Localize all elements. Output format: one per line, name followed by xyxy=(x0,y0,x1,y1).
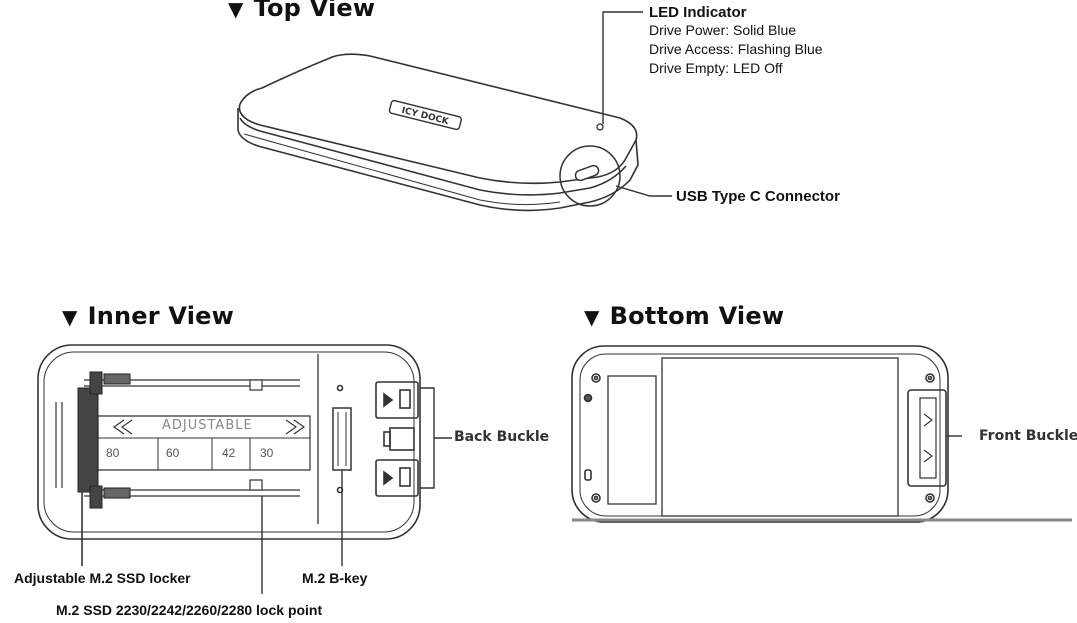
usb-zoom-circle xyxy=(559,145,621,207)
lock-point-markers xyxy=(249,379,263,491)
inner-view-title: Inner View xyxy=(87,302,234,330)
bkey-label: M.2 B-key xyxy=(302,570,368,586)
top-view-enclosure xyxy=(237,53,639,212)
lock-point-label: M.2 SSD 2230/2242/2260/2280 lock point xyxy=(56,602,323,618)
led-line-power: Drive Power: Solid Blue xyxy=(649,22,797,38)
bottom-view-heading: ▼ Bottom View xyxy=(584,302,784,330)
triangle-down-icon: ▼ xyxy=(584,305,600,329)
usb-leader-line xyxy=(615,185,672,197)
ssd-locker xyxy=(77,371,131,509)
led-indicator-label: LED Indicator Drive Power: Solid Blue Dr… xyxy=(649,4,823,78)
triangle-down-icon: ▼ xyxy=(228,0,244,21)
inner-view-heading: ▼ Inner View xyxy=(62,302,234,330)
ssd-locker-label: Adjustable M.2 SSD locker xyxy=(14,570,191,586)
led-title: LED Indicator xyxy=(649,4,747,21)
back-buckle-label: Back Buckle xyxy=(454,429,550,445)
usb-connector-label: USB Type C Connector xyxy=(676,188,840,205)
led-line-access: Drive Access: Flashing Blue xyxy=(649,41,823,57)
top-view-heading: ▼ Top View xyxy=(228,0,375,22)
top-view-title: Top View xyxy=(253,0,376,22)
size-mark-30: 30 xyxy=(260,446,274,460)
size-mark-60: 60 xyxy=(166,446,180,460)
adjustable-text: ADJUSTABLE xyxy=(162,418,253,433)
led-dot xyxy=(596,123,604,131)
size-mark-80: 80 xyxy=(106,446,120,460)
led-line-empty: Drive Empty: LED Off xyxy=(649,60,783,76)
usb-c-port xyxy=(574,164,600,182)
brand-logo: ICY DOCK xyxy=(388,99,462,131)
led-leader-line xyxy=(602,11,643,124)
bottom-view-title: Bottom View xyxy=(609,302,785,330)
size-mark-42: 42 xyxy=(222,446,236,460)
front-buckle-label: Front Buckle xyxy=(979,428,1077,444)
bottom-view-enclosure xyxy=(571,345,962,523)
triangle-down-icon: ▼ xyxy=(62,305,78,329)
